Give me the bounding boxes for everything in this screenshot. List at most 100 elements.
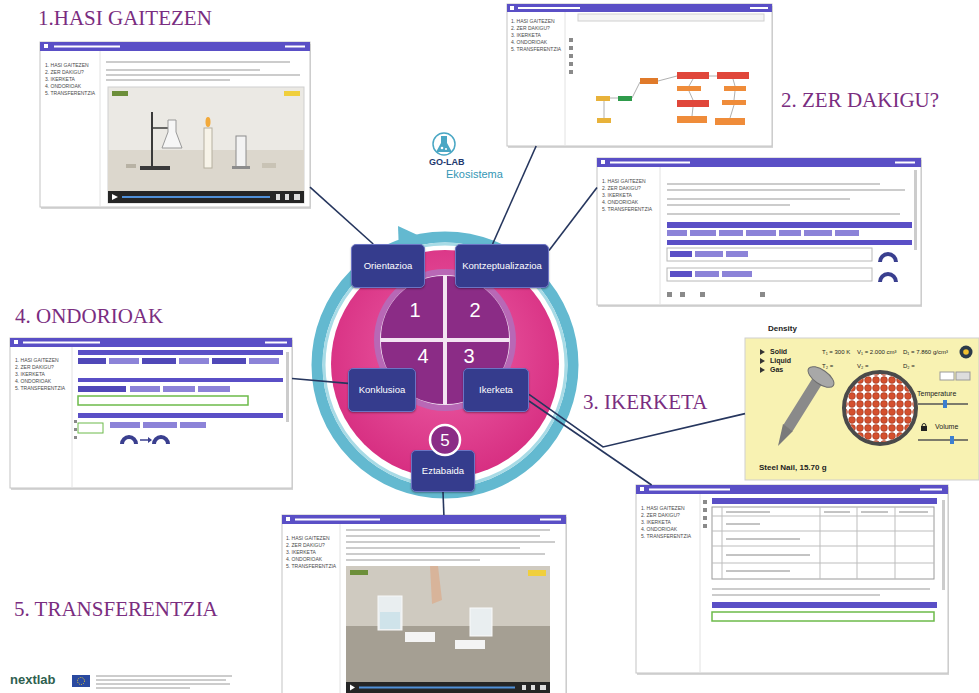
- screenshot-transfer: [346, 529, 550, 530]
- step-number: 4: [417, 346, 428, 366]
- screenshot-conclusion: [10, 338, 292, 488]
- step-number: 2: [469, 300, 480, 320]
- screenshot-orientation: [54, 46, 120, 48]
- simulation-illustration: [844, 372, 916, 444]
- menu-item: 4. ONDORIOAK: [286, 556, 566, 563]
- menu-item: 2. ZER DAKIGU?: [641, 512, 948, 519]
- circle-shape: [430, 425, 460, 455]
- screenshot-orientation: [262, 163, 276, 168]
- screenshot-hypothesis: [804, 230, 832, 236]
- screenshot-conclusion: [142, 358, 176, 364]
- simulation-text: T₂ =: [822, 363, 833, 370]
- screenshot-table: [712, 531, 934, 532]
- screenshot-table: [712, 507, 934, 579]
- screenshot-table: [899, 512, 928, 513]
- screenshot-concept-map: [565, 12, 566, 146]
- screenshot-hypothesis: [667, 184, 905, 214]
- simulation-text: D₁ = 7.860 g/cm³: [903, 349, 948, 356]
- simulation-text: Gas: [770, 366, 783, 374]
- screenshot-transfer: [282, 515, 566, 524]
- screenshot-table: [636, 485, 948, 673]
- menu-item: 1. HASI GAITEZEN: [641, 505, 948, 512]
- screenshot-table: [636, 485, 948, 494]
- screenshot-hypothesis: [667, 230, 687, 236]
- screenshot-hypothesis: [722, 271, 752, 277]
- screenshot-panel: 1. HASI GAITEZEN2. ZER DAKIGU?3. IKERKET…: [282, 515, 566, 693]
- screenshot-conclusion: [74, 436, 77, 439]
- menu-item: 3. IKERKETA: [15, 371, 292, 378]
- menu-item: 5. TRANSFERENTZIA: [286, 563, 566, 570]
- menu-item: 1. HASI GAITEZEN: [45, 62, 310, 69]
- golab-logo: [433, 133, 455, 155]
- menu-item: 4. ONDORIOAK: [45, 83, 310, 90]
- eu-flag: [78, 678, 85, 685]
- simulation-illustration: [922, 424, 926, 426]
- screenshot-orientation: [112, 91, 128, 96]
- menu-item: 4. ONDORIOAK: [602, 199, 921, 206]
- screenshot-hypothesis: [700, 292, 705, 297]
- screenshot-concept-map: [689, 91, 693, 100]
- screenshot-orientation: [285, 46, 305, 48]
- screenshot-table: [722, 507, 723, 579]
- section-heading: 5. TRANSFERENTZIA: [14, 597, 218, 621]
- screenshot-concept-map: [750, 7, 768, 9]
- screenshot-table: [712, 516, 934, 517]
- screenshot-table: [703, 508, 707, 512]
- connector-line: [310, 187, 373, 244]
- menu-item: 2. ZER DAKIGU?: [15, 364, 292, 371]
- section-heading: 1.HASI GAITEZEN: [38, 6, 212, 30]
- screenshot-concept-map: [610, 98, 618, 99]
- menu-item: 4. ONDORIOAK: [511, 39, 772, 46]
- simulation-text: T₁ = 300 K: [822, 349, 850, 356]
- section-heading: 3. IKERKETA: [583, 390, 707, 414]
- screenshot-transfer: [380, 612, 400, 629]
- connector-line: [549, 187, 597, 250]
- screenshot-transfer: [470, 608, 492, 636]
- screenshot-hypothesis: [895, 162, 915, 164]
- screenshot-table: [712, 589, 930, 595]
- screenshot-table: [712, 602, 937, 608]
- screenshot-concept-map: [632, 82, 640, 98]
- simulation-illustration: [940, 372, 954, 380]
- screenshot-conclusion: [78, 350, 283, 355]
- screenshot-table: [636, 485, 949, 675]
- screenshot-conclusion: [78, 378, 283, 382]
- screenshot-transfer: [540, 519, 561, 521]
- screenshot-table: [712, 563, 934, 564]
- screenshot-concept-map: [677, 86, 701, 91]
- screenshot-transfer: [346, 530, 555, 560]
- simulation-illustration: [844, 372, 916, 444]
- screenshot-orientation: [44, 44, 48, 48]
- screenshot-orientation: [232, 166, 250, 169]
- screenshot-hypothesis: [695, 271, 719, 277]
- menu-item: 3. IKERKETA: [45, 76, 310, 83]
- simulation-illustration: [960, 346, 973, 359]
- screenshot-conclusion: [130, 386, 160, 392]
- screenshot-hypothesis: [726, 251, 748, 257]
- eu-flag: [72, 675, 232, 688]
- screenshot-table: [857, 507, 858, 579]
- simulation-text: Volume: [935, 423, 958, 431]
- screenshot-concept-map: [569, 70, 573, 74]
- screenshot-hypothesis: [667, 189, 905, 190]
- screenshot-orientation: [162, 120, 182, 148]
- screenshot-table: [640, 487, 644, 491]
- screenshot-hypothesis: [667, 213, 900, 214]
- simulation-illustration: [788, 380, 818, 428]
- screenshot-orientation: [108, 191, 304, 203]
- screenshot-transfer: [282, 515, 567, 693]
- screenshot-transfer: [522, 685, 526, 690]
- screenshot-concept-map: [733, 79, 735, 86]
- simulation-illustration: [805, 363, 838, 392]
- screenshot-orientation: [204, 128, 212, 168]
- screenshot-transfer: [350, 685, 355, 691]
- screenshot-conclusion: [78, 386, 126, 392]
- menu-item: 2. ZER DAKIGU?: [45, 69, 310, 76]
- screenshot-table: [703, 500, 707, 504]
- screenshot-hypothesis: [597, 158, 921, 305]
- phase-box: Konklusioa: [348, 368, 416, 412]
- screenshot-concept-map: [510, 6, 514, 10]
- screenshot-orientation: [236, 136, 246, 168]
- screenshot-concept-map: [604, 76, 735, 118]
- eu-flag: [96, 680, 226, 681]
